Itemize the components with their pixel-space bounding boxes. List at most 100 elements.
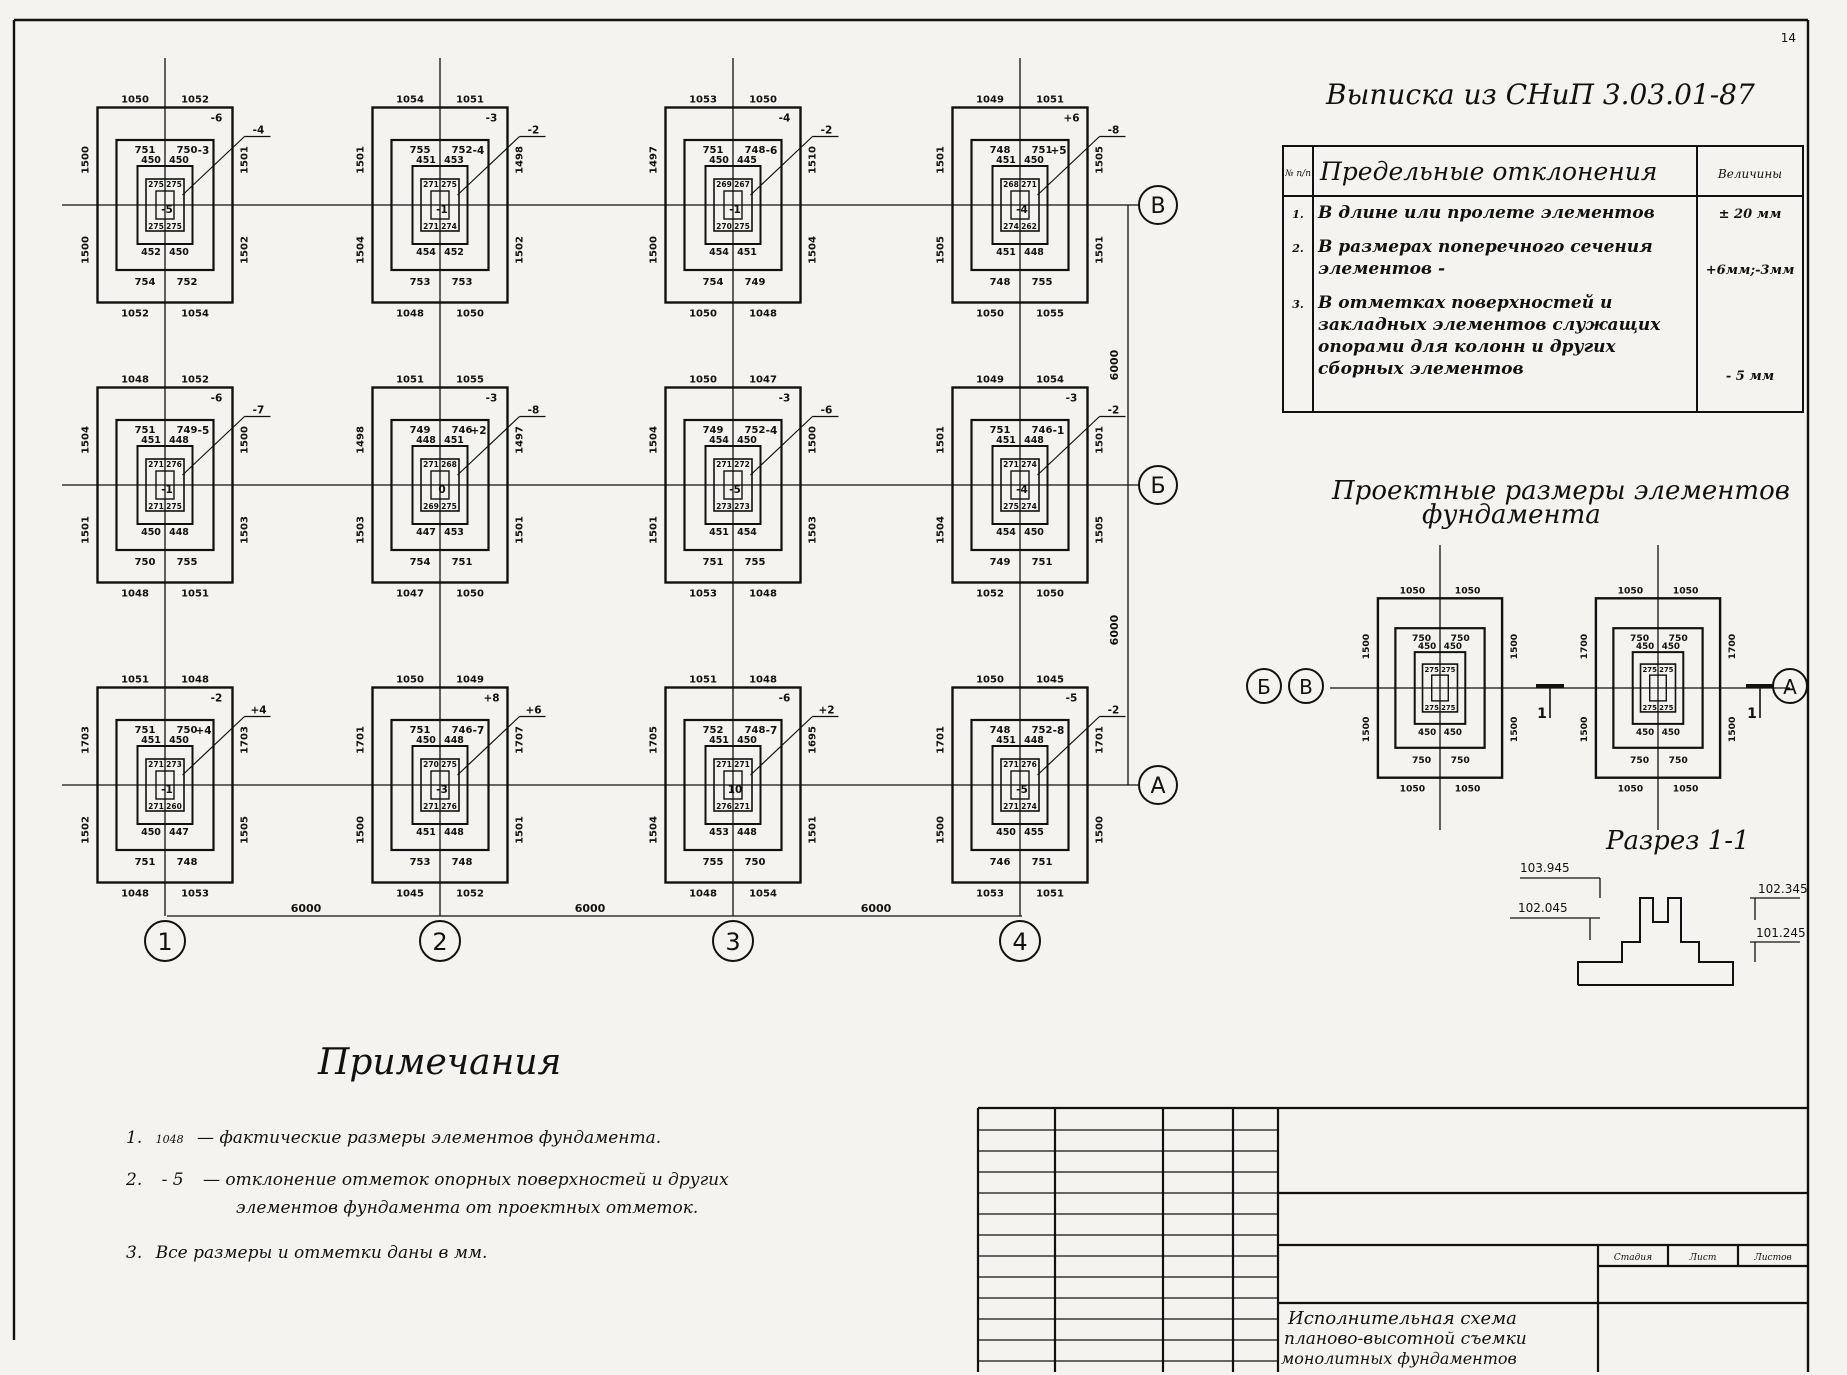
dim-core-bottom-left: 273	[716, 502, 732, 511]
dim-bottom-right: 1052	[456, 889, 484, 900]
dim-in-top-right: 450	[737, 735, 757, 746]
dim-top-left: 1049	[976, 95, 1004, 106]
tb-sheet-label: Лист	[1689, 1253, 1717, 1263]
axis-row-label: Б	[1150, 474, 1165, 499]
dim-right-top: 1707	[515, 726, 526, 754]
dim-left-top: 1497	[649, 146, 660, 174]
dim-right-bottom: 1503	[808, 516, 819, 544]
column-base	[136, 745, 194, 825]
dim-core-bottom-left: 276	[716, 802, 732, 811]
snip-row-num: 1.	[1292, 208, 1304, 221]
deviation-mark: -4	[253, 125, 265, 137]
outer-step	[371, 106, 509, 304]
dim-mid-top-left: 752	[703, 725, 724, 736]
socket-bottom	[1010, 770, 1030, 800]
dim-mid-bottom-right: 749	[745, 277, 766, 288]
dim-in-bottom-left: 450	[141, 827, 161, 838]
middle-step	[683, 418, 783, 552]
socket-outer	[420, 178, 460, 232]
dim-right-top: 1703	[240, 726, 251, 754]
outer-step	[96, 386, 234, 584]
deviation-mark: -6	[211, 393, 223, 405]
dim-in-top-left: 451	[416, 155, 436, 166]
dim-mid-top-right: 752	[745, 425, 766, 436]
dim-left-top: 1501	[936, 426, 947, 454]
deviation-mark: -4	[766, 425, 778, 437]
dim-top-right: 1054	[1036, 375, 1064, 386]
dim-top-right: 1051	[456, 95, 484, 106]
deviation-mark: -2	[528, 125, 540, 137]
deviation-mark: +2	[470, 425, 486, 437]
tb-sheets-label: Листов	[1753, 1253, 1792, 1263]
dim-in-top-right: 451	[444, 435, 464, 446]
dim-right-top: 1500	[1509, 634, 1520, 660]
dim-in-bottom-left: 454	[996, 527, 1016, 538]
dim-left-top: 1705	[649, 726, 660, 754]
dim-mid-bottom-left: 751	[135, 857, 156, 868]
deviation-marks: -4-2-6-1	[729, 113, 839, 216]
dim-core-bottom-left: 275	[148, 222, 164, 231]
dim-core-top-left: 271	[423, 460, 439, 469]
tb-name-line-1: Исполнительная схема	[1287, 1308, 1517, 1329]
dim-in-top-left: 450	[1418, 642, 1436, 652]
deviation-marks: -3-8+20	[438, 393, 546, 496]
axis-col-bubble	[419, 920, 461, 962]
deviation-marks: -5-2-8-5	[1016, 693, 1126, 796]
dim-right-bottom: 1501	[515, 816, 526, 844]
axis-spacing-y: 6000	[1108, 349, 1121, 380]
title-block	[976, 1106, 1808, 1372]
dim-in-bottom-right: 448	[737, 827, 757, 838]
snip-row-value: +6мм;-3мм	[1706, 263, 1795, 278]
dim-core-bottom-right: 275	[441, 502, 457, 511]
dim-mid-bottom-right: 750	[745, 857, 766, 868]
dim-bottom-left: 1052	[121, 309, 149, 320]
dim-in-bottom-left: 447	[416, 527, 436, 538]
dim-mid-bottom-left: 754	[135, 277, 156, 288]
dim-left-top: 1501	[936, 146, 947, 174]
dim-mid-top-left: 749	[410, 425, 431, 436]
snip-row-text: сборных элементов	[1318, 359, 1524, 379]
middle-step	[115, 718, 215, 852]
dim-core-top-right: 271	[734, 760, 750, 769]
dim-mid-bottom-left: 749	[990, 557, 1011, 568]
dim-left-bottom: 1501	[649, 516, 660, 544]
socket-bottom	[430, 470, 450, 500]
dim-core-top-left: 271	[1003, 760, 1019, 769]
dim-mid-bottom-right: 750	[1669, 755, 1688, 766]
socket-bottom	[723, 770, 743, 800]
socket-bottom	[1010, 190, 1030, 220]
dim-bottom-right: 1050	[1036, 589, 1064, 600]
snip-header-name: Предельные отклонения	[1319, 157, 1657, 186]
dim-in-bottom-left: 454	[709, 247, 729, 258]
column-base	[991, 165, 1049, 245]
level-101-245: 101.245	[1756, 926, 1806, 940]
middle-step	[970, 138, 1070, 272]
level-102-345: 102.345	[1758, 882, 1808, 896]
dim-core-top-left: 271	[148, 460, 164, 469]
dim-in-bottom-left: 451	[416, 827, 436, 838]
deviation-mark: -2	[211, 693, 223, 705]
dim-core-bottom-right: 273	[734, 502, 750, 511]
dim-top-left: 1051	[121, 675, 149, 686]
dim-left-top: 1504	[649, 426, 660, 454]
dim-core-bottom-right: 275	[166, 502, 182, 511]
dim-core-bottom-right: 274	[1021, 502, 1037, 511]
axis-row-bubble	[1138, 465, 1178, 505]
dim-mid-top-right: 752	[1032, 725, 1053, 736]
column-base	[704, 165, 762, 245]
deviation-mark: +4	[195, 725, 211, 737]
deviation-mark: -1	[1053, 425, 1065, 437]
dim-right-bottom: 1502	[515, 236, 526, 264]
dim-mid-top-right: 750	[1669, 633, 1688, 644]
dim-core-top-left: 275	[1425, 666, 1440, 674]
dim-core-bottom-left: 269	[423, 502, 439, 511]
dim-mid-bottom-right: 755	[745, 557, 766, 568]
column-base	[991, 445, 1049, 525]
deviation-mark: +6	[1063, 113, 1079, 125]
deviation-mark: -8	[1108, 125, 1120, 137]
dim-top-left: 1050	[1400, 585, 1426, 596]
